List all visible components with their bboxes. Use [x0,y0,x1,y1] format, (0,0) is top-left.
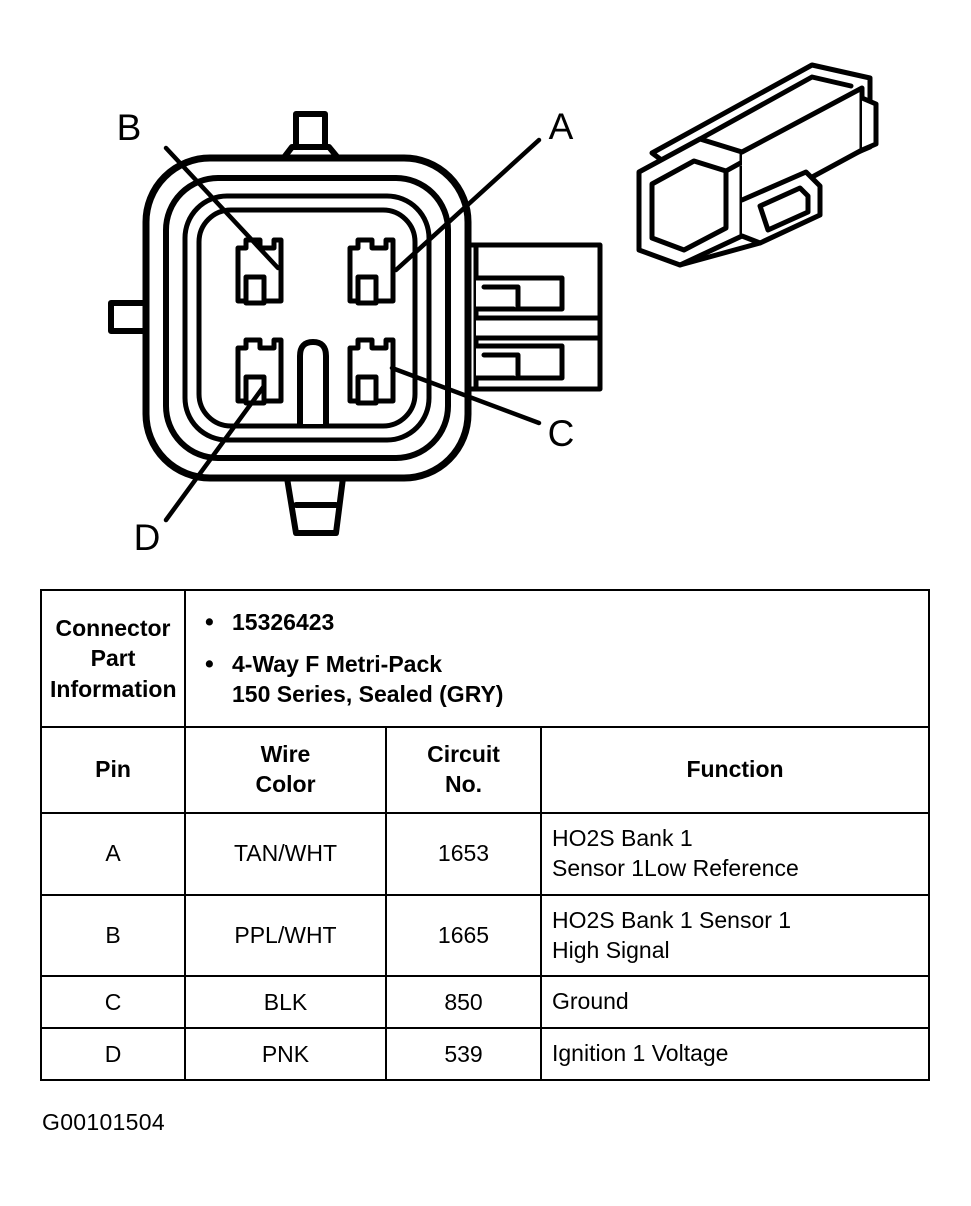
figure-caption: G00101504 [42,1109,165,1135]
callout-label-d: D [134,517,161,558]
cell-pin: B [40,893,186,978]
info-title-line1: Connector Part [55,615,171,672]
callout-label-b: B [117,107,142,148]
connector-part-information-cell: Connector Part Information [40,588,186,729]
cell-circuit-no: 539 [385,1027,542,1082]
callout-label-a: A [549,106,574,147]
body-outline-ring2 [163,175,451,461]
top-tab [293,111,328,149]
body-outline-outer [142,154,472,482]
terminal-cavity-c [347,337,396,406]
cell-circuit-no: 1665 [385,893,542,978]
iso-lock-tab [757,185,811,233]
connector-pinout-table: Connector Part Information 15326423 4-Wa… [40,588,931,1082]
iso-rear-flange [859,95,879,153]
cell-pin: C [40,975,186,1030]
center-divider-rib [297,339,329,427]
connector-illustration: B A C D [108,62,879,558]
cell-function: Ignition 1 Voltage [539,1027,931,1082]
table-row: A TAN/WHT 1653 HO2S Bank 1 Sensor 1Low R… [40,811,931,896]
column-header-circuit-no: Circuit No. [385,726,542,814]
cell-circuit-no: 850 [385,975,542,1030]
leader-line-d [163,383,267,523]
cell-wire-color: BLK [184,975,387,1030]
info-bullet-connector-type: 4-Way F Metri-Pack 150 Series, Sealed (G… [205,648,918,710]
cell-wire-color: TAN/WHT [184,811,387,896]
cell-function: HO2S Bank 1 Sensor 1 High Signal [539,893,931,978]
connector-side-profile [465,242,603,392]
column-header-pin: Pin [40,726,186,814]
iso-rib-upper [697,74,854,142]
body-outline-ring3 [182,193,432,443]
terminal-cavity-d [235,337,284,406]
connector-isometric-view [636,62,879,268]
cell-wire-color: PPL/WHT [184,893,387,978]
cell-function: Ground [539,975,931,1030]
leader-line-c [389,365,542,426]
table-row-connector-info: Connector Part Information 15326423 4-Wa… [40,588,931,729]
info-title-line2: Information [50,675,177,702]
table-row: B PPL/WHT 1665 HO2S Bank 1 Sensor 1 High… [40,893,931,978]
cell-function: HO2S Bank 1 Sensor 1Low Reference [539,811,931,896]
connector-part-details-cell: 15326423 4-Way F Metri-Pack 150 Series, … [183,588,931,729]
cell-pin: A [40,811,186,896]
table-header-row: Pin Wire Color Circuit No. Function [40,726,931,814]
terminal-cavity-b [235,237,284,306]
leader-line-b [163,145,281,271]
iso-bottom-edge [677,240,763,268]
callout-label-c: C [548,413,575,454]
leader-line-a [393,137,542,273]
iso-mouth-opening [649,158,729,253]
table-row: C BLK 850 Ground [40,975,931,1030]
table-row: D PNK 539 Ignition 1 Voltage [40,1027,931,1082]
body-outline-inner [196,207,418,429]
cell-circuit-no: 1653 [385,811,542,896]
column-header-wire-color: Wire Color [184,726,387,814]
cell-pin: D [40,1027,186,1082]
info-bullet-part-number: 15326423 [205,606,918,639]
cell-wire-color: PNK [184,1027,387,1082]
connector-diagram: B A C D [0,0,971,580]
connector-front-view [108,111,603,536]
terminal-cavity-a [347,237,396,306]
column-header-function: Function [539,726,931,814]
callout-leader-lines [163,137,542,523]
